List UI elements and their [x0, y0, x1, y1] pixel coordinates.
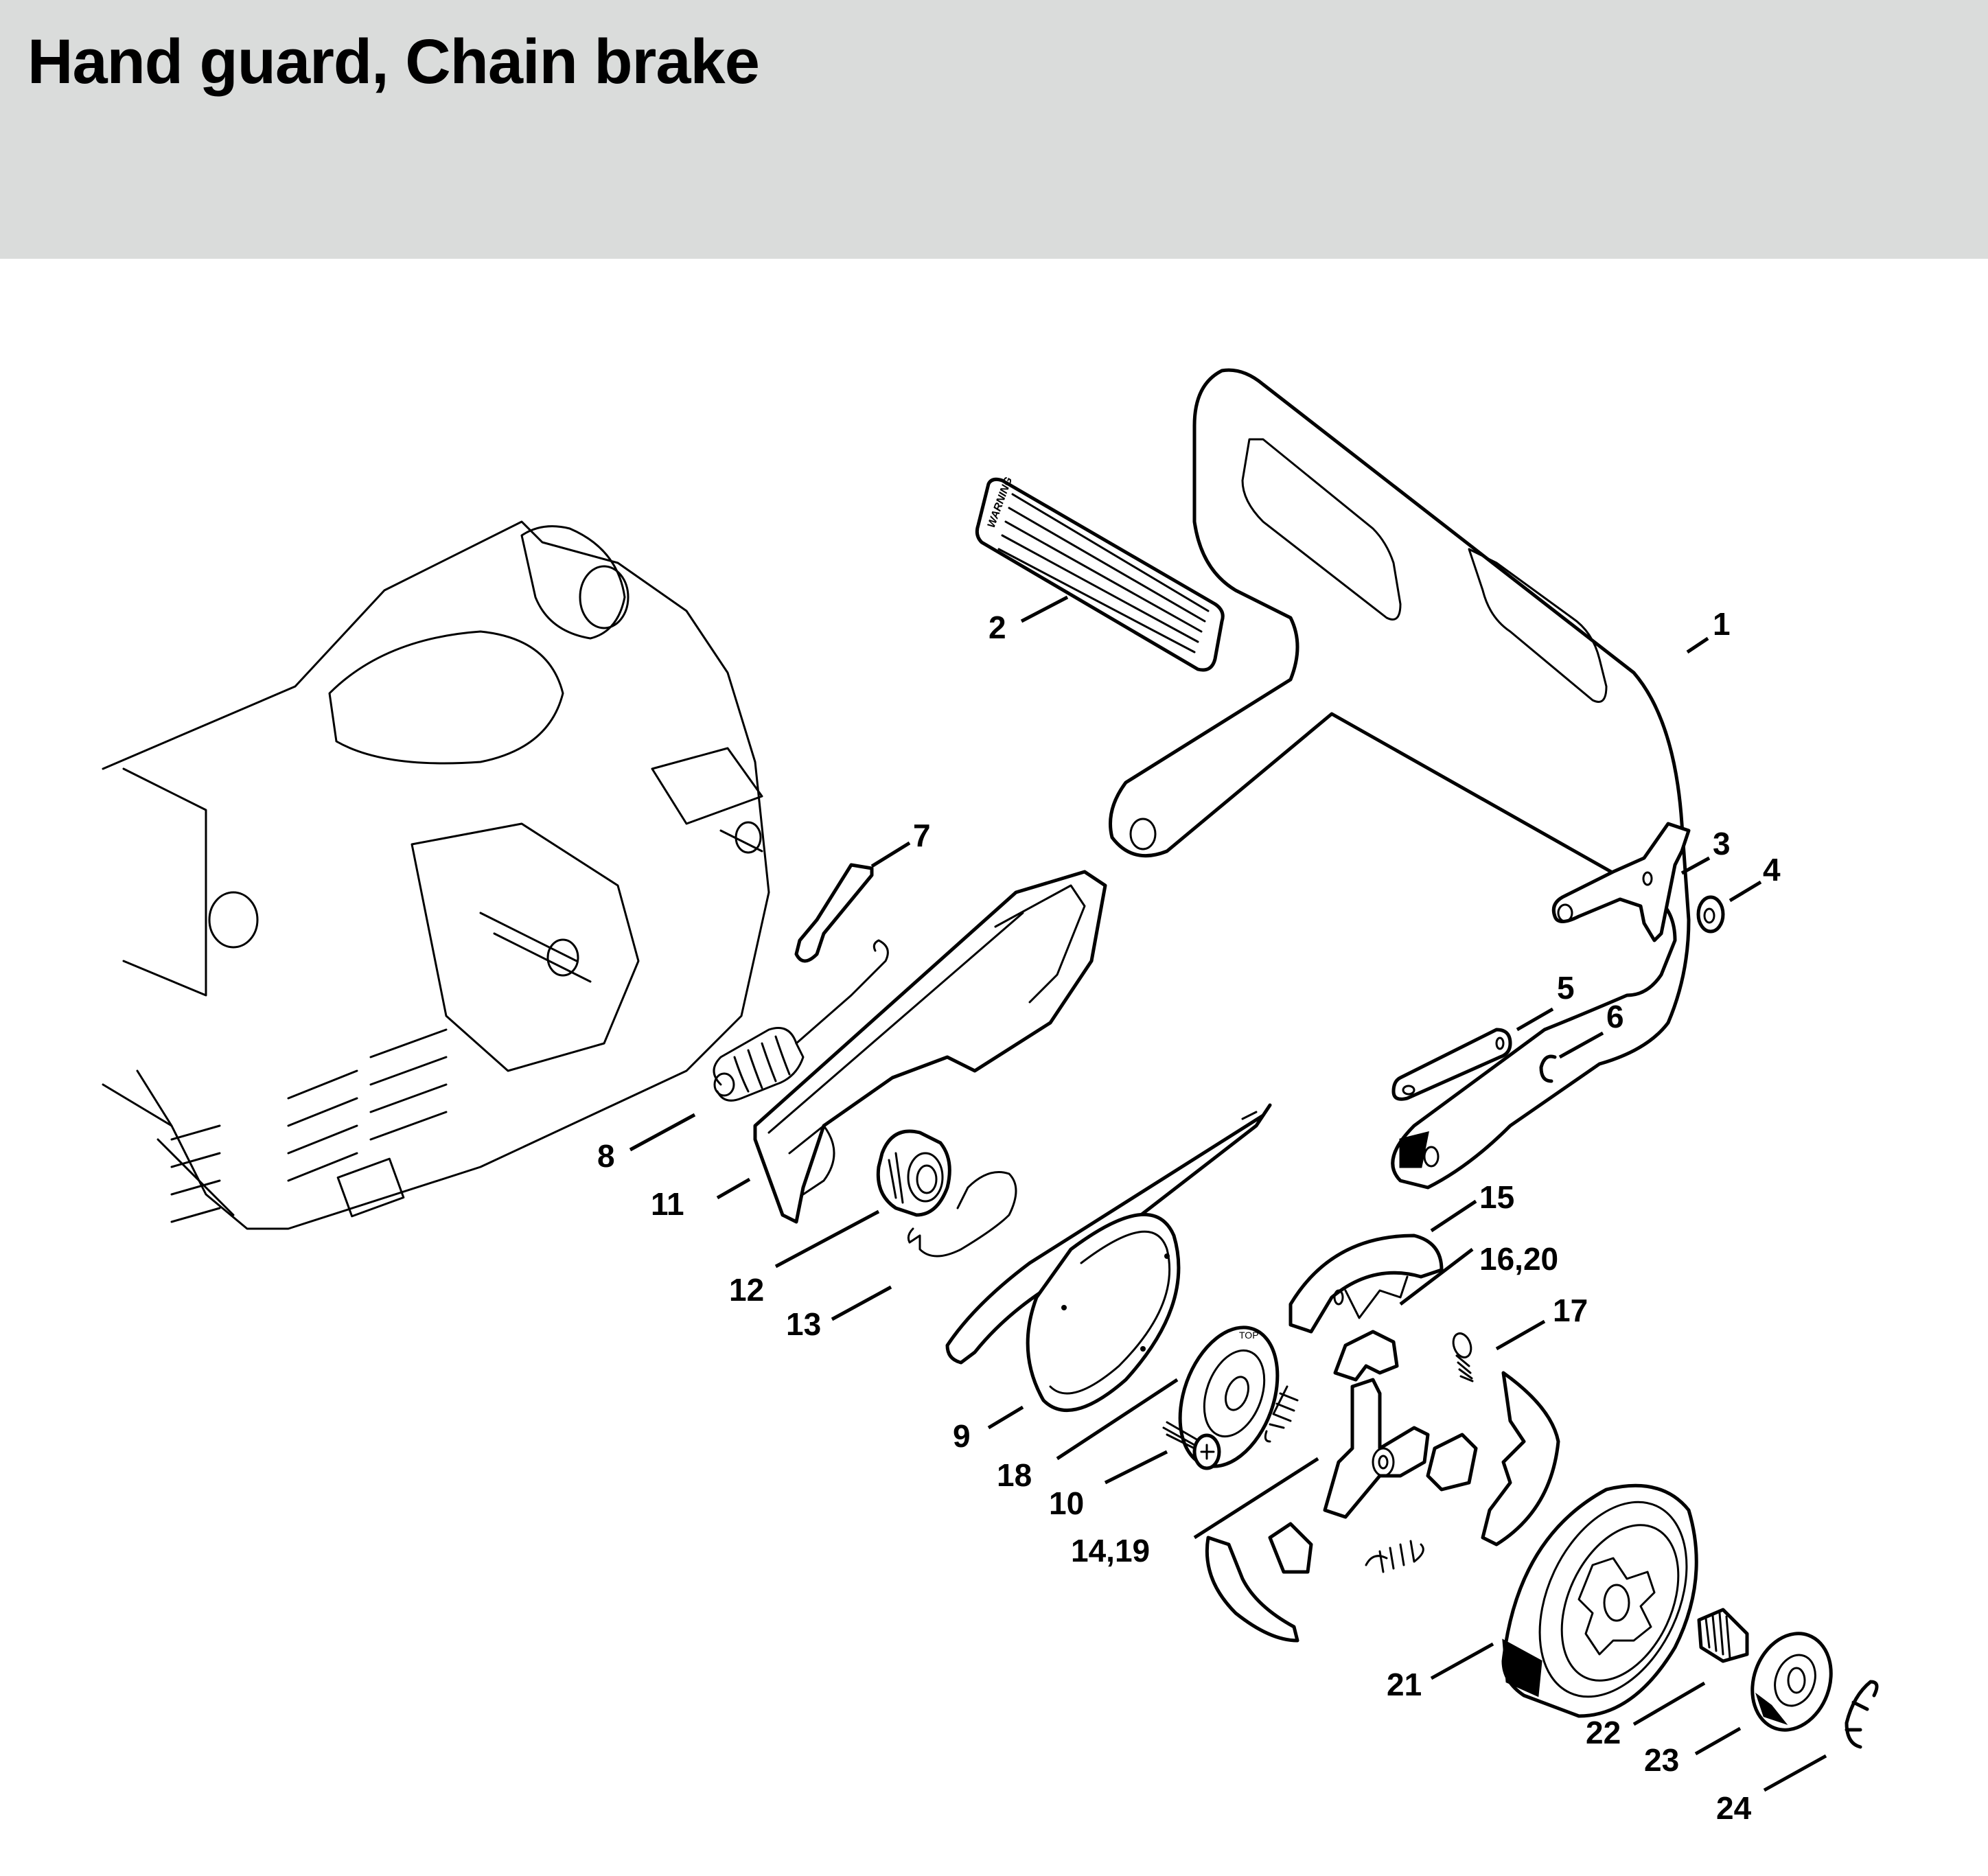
- callout-label: 24: [1716, 1790, 1752, 1826]
- leader-line: [1495, 1319, 1546, 1351]
- leader-line: [774, 1209, 880, 1269]
- callout-10: 10: [1049, 1450, 1168, 1521]
- callout-22: 22: [1586, 1681, 1706, 1750]
- clutch-spring-part: [1452, 1332, 1474, 1382]
- leader-line: [1193, 1457, 1319, 1540]
- link-part: [1391, 1028, 1512, 1101]
- washer-part-4: [1696, 895, 1725, 934]
- cover-plate-part: TOP: [1178, 1325, 1280, 1468]
- clutch-spring-lower: [1365, 1540, 1424, 1573]
- callout-label: 23: [1644, 1742, 1679, 1778]
- callout-label: 16,20: [1479, 1241, 1558, 1277]
- leader-line: [716, 1177, 751, 1200]
- callout-label: 1: [1713, 606, 1731, 642]
- sleeve-part: [876, 1129, 951, 1217]
- callout-16-20: 16,20: [1399, 1241, 1558, 1306]
- callout-label: 18: [997, 1457, 1032, 1493]
- header-bar: Hand guard, Chain brake: [0, 0, 1988, 259]
- callout-5: 5: [1516, 970, 1575, 1032]
- leader-line: [1104, 1450, 1168, 1485]
- callout-14-19: 14,19: [1071, 1457, 1319, 1568]
- exploded-parts-diagram: WARNING: [0, 259, 1988, 1873]
- leader-line: [1680, 856, 1711, 875]
- callout-17: 17: [1495, 1293, 1588, 1351]
- brake-band-part: [945, 1103, 1272, 1412]
- callout-2: 2: [989, 595, 1069, 645]
- leader-line: [1558, 1031, 1604, 1059]
- bell-crank-lever-part: [1551, 822, 1691, 942]
- e-clip-part-6: [1539, 1054, 1557, 1083]
- callout-label: 9: [953, 1418, 971, 1454]
- cover-plate-text: TOP: [1239, 1330, 1259, 1341]
- callout-label: 17: [1553, 1293, 1588, 1328]
- leader-line: [1686, 636, 1709, 654]
- tension-spring-part: [713, 939, 889, 1102]
- clutch-drum-part: [1501, 1483, 1698, 1718]
- callout-label: 5: [1557, 970, 1575, 1006]
- callout-23: 23: [1644, 1726, 1742, 1778]
- clutch-carrier-part: [1323, 1378, 1430, 1519]
- leader-line: [1632, 1681, 1706, 1726]
- leader-line: [629, 1113, 696, 1152]
- callout-6: 6: [1558, 999, 1624, 1059]
- callout-3: 3: [1680, 826, 1731, 875]
- callout-label: 14,19: [1071, 1533, 1150, 1568]
- engine-housing: [102, 520, 770, 1230]
- leader-line: [1729, 880, 1762, 903]
- callout-1: 1: [1686, 606, 1731, 654]
- leader-line: [1430, 1642, 1494, 1680]
- callout-15: 15: [1430, 1179, 1514, 1233]
- callout-8: 8: [597, 1113, 696, 1174]
- leader-line: [1399, 1248, 1474, 1306]
- screw-part: [1162, 1421, 1221, 1470]
- leader-line: [1694, 1726, 1742, 1756]
- leader-line: [1056, 1378, 1179, 1461]
- chain-sprocket-cover-part: [753, 870, 1107, 1224]
- leader-line: [1763, 1754, 1827, 1792]
- callout-label: 11: [651, 1186, 684, 1222]
- callout-label: 10: [1049, 1485, 1084, 1521]
- wire-spring-part: [907, 1171, 1017, 1258]
- leader-line: [1020, 595, 1069, 623]
- hand-guard-part: [1109, 368, 1691, 1190]
- callout-label: 2: [989, 610, 1006, 645]
- leader-line: [831, 1285, 892, 1321]
- callout-13: 13: [786, 1285, 892, 1342]
- thrust-piece-part: [1333, 1330, 1399, 1382]
- callout-11: 11: [651, 1177, 751, 1222]
- callout-9: 9: [953, 1405, 1024, 1454]
- washer-part-23: [1750, 1632, 1833, 1732]
- clutch-shoe-lower: [1205, 1522, 1313, 1643]
- leader-line: [870, 841, 911, 868]
- callout-label: 8: [597, 1138, 615, 1174]
- callout-4: 4: [1729, 852, 1781, 903]
- leader-line: [987, 1405, 1024, 1430]
- callout-label: 12: [729, 1272, 764, 1308]
- clutch-shoe-right: [1426, 1371, 1560, 1547]
- callout-label: 4: [1763, 852, 1781, 888]
- callout-label: 13: [786, 1306, 821, 1342]
- callout-21: 21: [1387, 1642, 1494, 1702]
- callout-label: 3: [1713, 826, 1731, 861]
- leaf-spring-part: [794, 863, 874, 963]
- leader-line: [1516, 1007, 1554, 1032]
- needle-cage-part: [1697, 1608, 1749, 1663]
- small-spring: [1264, 1385, 1299, 1443]
- callout-label: 21: [1387, 1667, 1422, 1702]
- callout-18: 18: [997, 1378, 1179, 1493]
- warning-decal-part: WARNING: [975, 476, 1225, 672]
- e-clip-part-24: [1845, 1680, 1879, 1749]
- housing-vent-grille: [170, 1028, 448, 1223]
- callout-label: 15: [1479, 1179, 1514, 1215]
- callout-label: 7: [913, 818, 931, 853]
- leader-line: [1430, 1199, 1477, 1233]
- page-title: Hand guard, Chain brake: [27, 27, 760, 97]
- clutch-shoe-part: [1288, 1234, 1444, 1334]
- callout-label: 6: [1606, 999, 1624, 1034]
- callout-12: 12: [729, 1209, 880, 1308]
- callout-label: 22: [1586, 1715, 1621, 1750]
- callout-24: 24: [1716, 1754, 1827, 1826]
- callout-7: 7: [870, 818, 931, 868]
